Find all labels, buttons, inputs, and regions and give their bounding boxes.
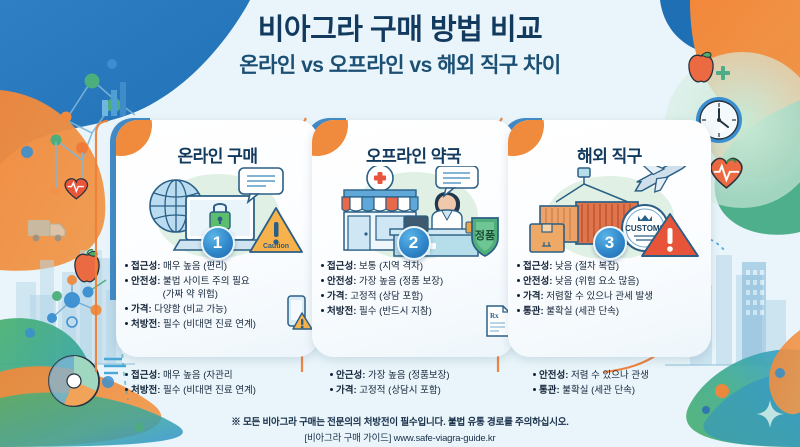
card-bullets: 접근성: 매우 높음 (편리) 안전성: 불법 사이트 주의 필요 (가짜 약 위… bbox=[123, 260, 313, 333]
customs-label: CUSTOMS bbox=[625, 224, 666, 233]
card-bullets: 접근성: 낮음 (절차 복잡) 안전성: 낮음 (위험 요소 많음) 가격: 저… bbox=[515, 260, 705, 320]
summary-column-overseas: 안전성: 저렴 수 있으나 관생 통관: 불확실 (세관 단속) bbox=[533, 368, 649, 399]
bullet-subvalue: (가짜 약 위험) bbox=[162, 289, 218, 301]
bullet-value: 다양함 (비교 가능) bbox=[154, 304, 228, 316]
summary-label: 안전성: bbox=[539, 370, 569, 381]
bullet-value: 가장 높음 (정품 보장) bbox=[359, 275, 444, 287]
caution-label: Caution bbox=[263, 243, 289, 250]
bullet-value: 고정적 (상담 포함) bbox=[350, 290, 424, 302]
heart-pulse-icon bbox=[64, 178, 89, 200]
summary-label: 처방전: bbox=[131, 385, 161, 397]
summary-label: 통관: bbox=[539, 385, 560, 397]
crane-hook-icon bbox=[555, 167, 629, 203]
summary-value: 고정적 (상담시 포함) bbox=[359, 385, 441, 397]
footer: ※ 모든 비아그라 구매는 전문의의 처방전이 필수입니다. 불법 유통 경로를… bbox=[0, 414, 800, 444]
bullet-value: 보통 (지역 격차) bbox=[359, 261, 424, 272]
page-title: 비아그라 구매 방법 비교 bbox=[257, 14, 543, 46]
summary-row: 접근성: 매우 높음 (자관리 처방전: 필수 (비대면 진료 연계) 안근성:… bbox=[0, 368, 800, 408]
header: 비아그라 구매 방법 비교 온라인 vs 오프라인 vs 해외 직구 차이 bbox=[0, 14, 800, 79]
card-title: 해외 직구 bbox=[577, 147, 642, 166]
card-number-wrap: 1 bbox=[116, 226, 319, 260]
card-bullets: 접근성: 보통 (지역 격차) 안전성: 가장 높음 (정품 보장) 가격: 고… bbox=[319, 260, 509, 320]
bullet-value: 낮음 (절차 복잡) bbox=[555, 261, 620, 272]
bullet-value: 필수 (비대면 진료 연계) bbox=[163, 319, 256, 331]
airplane-icon bbox=[634, 166, 688, 193]
summary-column-offline: 안근성: 가장 높음 (정품보장) 가격: 고정적 (상담시 포함) bbox=[330, 368, 450, 399]
bullet-value: 불확실 (세관 단속) bbox=[546, 305, 620, 317]
summary-value: 저렴 수 있으나 관생 bbox=[571, 370, 649, 381]
donut-chart-icon bbox=[48, 355, 126, 407]
card-offline-pharmacy[interactable]: 오프라인 약국 bbox=[312, 120, 515, 357]
summary-column-online: 접근성: 매우 높음 (자관리 처방전: 필수 (비대면 진료 연계) bbox=[125, 368, 256, 399]
bullet-label: 안전성: bbox=[327, 275, 357, 287]
card-number-wrap: 3 bbox=[508, 226, 711, 260]
card-title: 오프라인 약국 bbox=[365, 147, 462, 166]
heart-pulse-icon bbox=[710, 157, 743, 189]
page-subtitle: 온라인 vs 오프라인 vs 해외 직구 차이 bbox=[239, 54, 561, 78]
bullet-label: 안전성: bbox=[131, 275, 161, 287]
card-number-badge: 2 bbox=[396, 226, 431, 260]
bullet-label: 접근성: bbox=[131, 261, 161, 272]
chat-bubble-icon bbox=[435, 166, 479, 198]
card-illustration-online: Caution bbox=[149, 167, 303, 258]
smartphone-warning-icon bbox=[287, 295, 313, 330]
card-title: 온라인 구매 bbox=[177, 147, 258, 166]
bar-chart-icon bbox=[102, 82, 126, 116]
bullet-value: 저렴할 수 있으나 관세 발생 bbox=[546, 290, 653, 302]
bullet-label: 가격: bbox=[523, 290, 544, 302]
caution-triangle-icon bbox=[249, 207, 303, 253]
summary-label: 가격: bbox=[336, 385, 357, 397]
summary-label: 안근성: bbox=[336, 370, 366, 381]
summary-value: 매우 높음 (자관리 bbox=[163, 370, 233, 381]
card-number-badge: 3 bbox=[592, 226, 627, 260]
bullet-label: 접근성: bbox=[327, 261, 357, 272]
warning-triangle-icon bbox=[641, 213, 699, 257]
bullet-value: 필수 (반드시 지참) bbox=[359, 305, 432, 317]
bullet-value: 매우 높음 (편리) bbox=[163, 261, 228, 272]
summary-value: 필수 (비대면 진료 연계) bbox=[163, 385, 256, 397]
bullet-label: 안전성: bbox=[523, 275, 553, 287]
summary-label: 접근성: bbox=[131, 370, 161, 381]
bullet-label: 처방전: bbox=[327, 305, 357, 317]
sparkle-icon bbox=[756, 400, 784, 428]
bullet-label: 접근성: bbox=[523, 261, 553, 272]
apple-icon bbox=[688, 51, 714, 83]
bullet-value: 불법 사이트 주의 필요 bbox=[163, 275, 250, 287]
bullet-label: 가격: bbox=[131, 304, 152, 316]
genuine-shield-icon: 정품 bbox=[471, 217, 499, 257]
truck-icon bbox=[28, 220, 66, 242]
chat-bubble-icon bbox=[238, 167, 284, 205]
bullet-label: 통관: bbox=[523, 305, 544, 317]
bullet-value: 낮음 (위험 요소 많음) bbox=[555, 275, 640, 287]
cargo-box-icon bbox=[529, 223, 565, 253]
footer-source: [비아그라 구매 가이드] www.safe-viagra-guide.kr bbox=[304, 433, 496, 444]
summary-value: 가장 높음 (정품보장) bbox=[368, 370, 450, 381]
svg-text:Rx: Rx bbox=[490, 312, 499, 320]
card-number-wrap: 2 bbox=[312, 226, 515, 260]
summary-value: 불확실 (세관 단속) bbox=[562, 385, 636, 397]
card-illustration-pharmacy: 정품 bbox=[341, 166, 499, 258]
bullet-label: 처방전: bbox=[131, 319, 161, 331]
medical-cross-icon bbox=[716, 66, 730, 80]
bullet-label: 가격: bbox=[327, 290, 348, 302]
card-illustration-overseas: CUSTOMS bbox=[529, 166, 699, 258]
comparison-cards: 온라인 구매 bbox=[0, 120, 800, 360]
card-number-badge: 1 bbox=[200, 226, 235, 260]
footer-note: ※ 모든 비아그라 구매는 전문의의 처방전이 필수입니다. 불법 유통 경로를… bbox=[231, 417, 569, 428]
shield-label: 정품 bbox=[475, 228, 495, 242]
